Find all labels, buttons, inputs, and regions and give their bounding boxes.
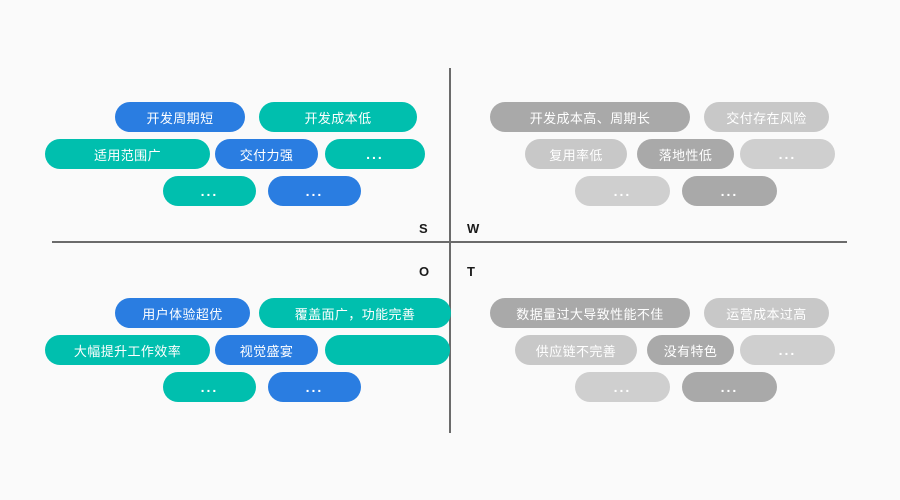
pill-placeholder[interactable]: ... [163, 176, 256, 206]
pill-row: ...... [40, 372, 440, 402]
pill-placeholder[interactable]: ... [325, 139, 425, 169]
pill-row: ...... [470, 372, 870, 402]
pill-row: ...... [40, 176, 440, 206]
pill-placeholder[interactable]: ... [575, 176, 670, 206]
pill-item[interactable]: 交付存在风险 [704, 102, 829, 132]
pill-item[interactable]: 供应链不完善 [515, 335, 637, 365]
pill-row: 供应链不完善没有特色... [470, 335, 870, 365]
quadrant-opportunities: 用户体验超优覆盖面广，功能完善大幅提升工作效率视觉盛宴...... [40, 288, 451, 418]
pill-row: 开发周期短开发成本低 [40, 102, 440, 132]
pill-row: 开发成本高、周期长交付存在风险 [470, 102, 870, 132]
pill-row: 适用范围广交付力强... [40, 139, 440, 169]
pill-item[interactable]: 复用率低 [525, 139, 627, 169]
pill-placeholder[interactable]: ... [163, 372, 256, 402]
pill-row: 复用率低落地性低... [470, 139, 870, 169]
pill-item[interactable]: 适用范围广 [45, 139, 210, 169]
pill-placeholder[interactable]: ... [682, 176, 777, 206]
quadrant-weaknesses: 开发成本高、周期长交付存在风险复用率低落地性低......... [470, 92, 870, 222]
quadrant-letter-w: W [467, 221, 480, 236]
pill-placeholder[interactable]: ... [682, 372, 777, 402]
pill-row: ...... [470, 176, 870, 206]
pill-placeholder[interactable]: ... [740, 139, 835, 169]
pill-item[interactable]: 交付力强 [215, 139, 318, 169]
pill-item[interactable]: 用户体验超优 [115, 298, 250, 328]
quadrant-letter-o: O [419, 264, 430, 279]
pill-item[interactable]: 运营成本过高 [704, 298, 829, 328]
pill-row: 数据量过大导致性能不佳运营成本过高 [470, 298, 870, 328]
pill-item[interactable]: 没有特色 [647, 335, 734, 365]
quadrant-threats: 数据量过大导致性能不佳运营成本过高供应链不完善没有特色......... [470, 288, 870, 418]
pill-placeholder[interactable]: ... [268, 176, 361, 206]
pill-item[interactable]: 视觉盛宴 [215, 335, 318, 365]
pill-item[interactable]: 覆盖面广，功能完善 [259, 298, 451, 328]
pill-placeholder[interactable]: ... [575, 372, 670, 402]
pill-row: 用户体验超优覆盖面广，功能完善 [40, 298, 451, 328]
horizontal-axis-divider [52, 241, 847, 243]
quadrant-letter-s: S [419, 221, 429, 236]
pill-item[interactable]: 开发成本低 [259, 102, 417, 132]
pill-item[interactable]: 数据量过大导致性能不佳 [490, 298, 690, 328]
pill-row: 大幅提升工作效率视觉盛宴 [40, 335, 450, 365]
pill-item[interactable]: 大幅提升工作效率 [45, 335, 210, 365]
pill-placeholder[interactable]: ... [268, 372, 361, 402]
pill-item[interactable]: 开发成本高、周期长 [490, 102, 690, 132]
pill-empty[interactable] [325, 335, 450, 365]
pill-placeholder[interactable]: ... [740, 335, 835, 365]
quadrant-letter-t: T [467, 264, 476, 279]
pill-item[interactable]: 开发周期短 [115, 102, 245, 132]
quadrant-strengths: 开发周期短开发成本低适用范围广交付力强......... [40, 92, 440, 222]
pill-item[interactable]: 落地性低 [637, 139, 734, 169]
vertical-axis-divider [449, 68, 451, 433]
